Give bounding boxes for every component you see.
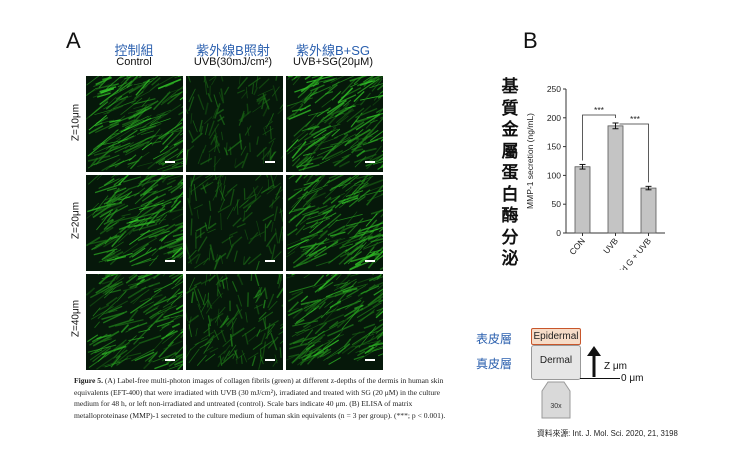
y-tick-label: 200 xyxy=(547,113,561,123)
column-header-uvb-sg-en: UVB+SG(20μM) xyxy=(293,56,373,68)
vertical-title-char: 質 xyxy=(501,98,519,119)
scale-bar xyxy=(365,359,375,361)
figure-caption: Figure 5. (A) Label-free multi-photon im… xyxy=(74,375,449,421)
microscopy-image xyxy=(286,175,383,271)
vertical-title-char: 酶 xyxy=(501,206,519,226)
scale-bar xyxy=(165,359,175,361)
z-axis-label: Z μm xyxy=(604,361,627,372)
dermal-layer: Dermal xyxy=(531,345,581,380)
zero-label: 0 μm xyxy=(621,373,644,384)
significance-bracket xyxy=(619,123,649,183)
vertical-title-char: 泌 xyxy=(501,249,519,269)
x-tick-label: UVB xyxy=(601,236,620,256)
microscopy-image xyxy=(86,274,183,370)
depth-arrow-diagram xyxy=(580,346,620,379)
vertical-title: 基質金屬蛋白酶分泌 xyxy=(500,77,520,271)
y-tick-label: 150 xyxy=(547,142,561,152)
panel-a-letter: A xyxy=(66,28,81,53)
source-citation: 資料來源: Int. J. Mol. Sci. 2020, 21, 3198 xyxy=(537,429,678,438)
y-axis-label: MMP-1 secretion (ng/mL) xyxy=(525,113,535,209)
scale-bar xyxy=(265,161,275,163)
caption-text: (A) Label-free multi-photon images of co… xyxy=(74,376,446,420)
objective-label: 30x xyxy=(550,403,562,410)
vertical-title-char: 白 xyxy=(501,184,519,205)
significance-label: *** xyxy=(630,114,641,124)
microscopy-image xyxy=(286,76,383,172)
vertical-title-char: 屬 xyxy=(501,141,519,162)
row-label-z20: Z=20μm xyxy=(70,201,82,240)
epidermal-layer: Epidermal xyxy=(531,328,581,345)
y-tick-label: 0 xyxy=(556,228,561,238)
scale-bar xyxy=(365,161,375,163)
vertical-title-char: 蛋 xyxy=(501,163,519,183)
scale-bar xyxy=(165,260,175,262)
objective-lens xyxy=(541,381,571,419)
dermal-label-zh: 真皮層 xyxy=(476,357,513,371)
x-tick-label: CON xyxy=(567,236,587,257)
scale-bar xyxy=(265,260,275,262)
significance-label: *** xyxy=(594,105,605,115)
bar-2 xyxy=(640,187,657,234)
vertical-title-char: 分 xyxy=(501,227,519,248)
microscopy-image xyxy=(186,76,283,172)
column-header-control-en: Control xyxy=(116,56,152,68)
panel-b-letter: B xyxy=(523,28,538,53)
microscopy-image xyxy=(186,175,283,271)
bar-0 xyxy=(574,166,591,234)
column-header-uvb-zh: 紫外線B照射 xyxy=(196,43,270,58)
column-header-control-zh: 控制組 xyxy=(114,43,154,58)
microscopy-image xyxy=(286,274,383,370)
column-header-uvb-sg-zh: 紫外線B+SG xyxy=(295,43,371,58)
microscopy-image xyxy=(86,175,183,271)
epidermal-label-zh: 表皮層 xyxy=(476,332,513,346)
depth-arrow-head xyxy=(587,346,601,356)
column-header-uvb-en: UVB(30mJ/cm²) xyxy=(193,56,273,68)
row-label-z40: Z=40μm xyxy=(70,299,82,338)
significance-bracket xyxy=(582,114,616,161)
microscopy-grid xyxy=(86,76,383,370)
microscopy-image xyxy=(86,76,183,172)
bar-1 xyxy=(607,125,624,234)
row-label-z10: Z=10μm xyxy=(70,103,82,142)
y-tick-label: 50 xyxy=(552,199,562,209)
vertical-title-char: 基 xyxy=(501,77,519,97)
caption-label: Figure 5. xyxy=(74,376,103,385)
y-tick-label: 100 xyxy=(547,170,561,180)
scale-bar xyxy=(365,260,375,262)
vertical-title-char: 金 xyxy=(501,120,519,140)
scale-bar xyxy=(165,161,175,163)
scale-bar xyxy=(265,359,275,361)
microscopy-image xyxy=(186,274,283,370)
y-tick-label: 250 xyxy=(547,84,561,94)
